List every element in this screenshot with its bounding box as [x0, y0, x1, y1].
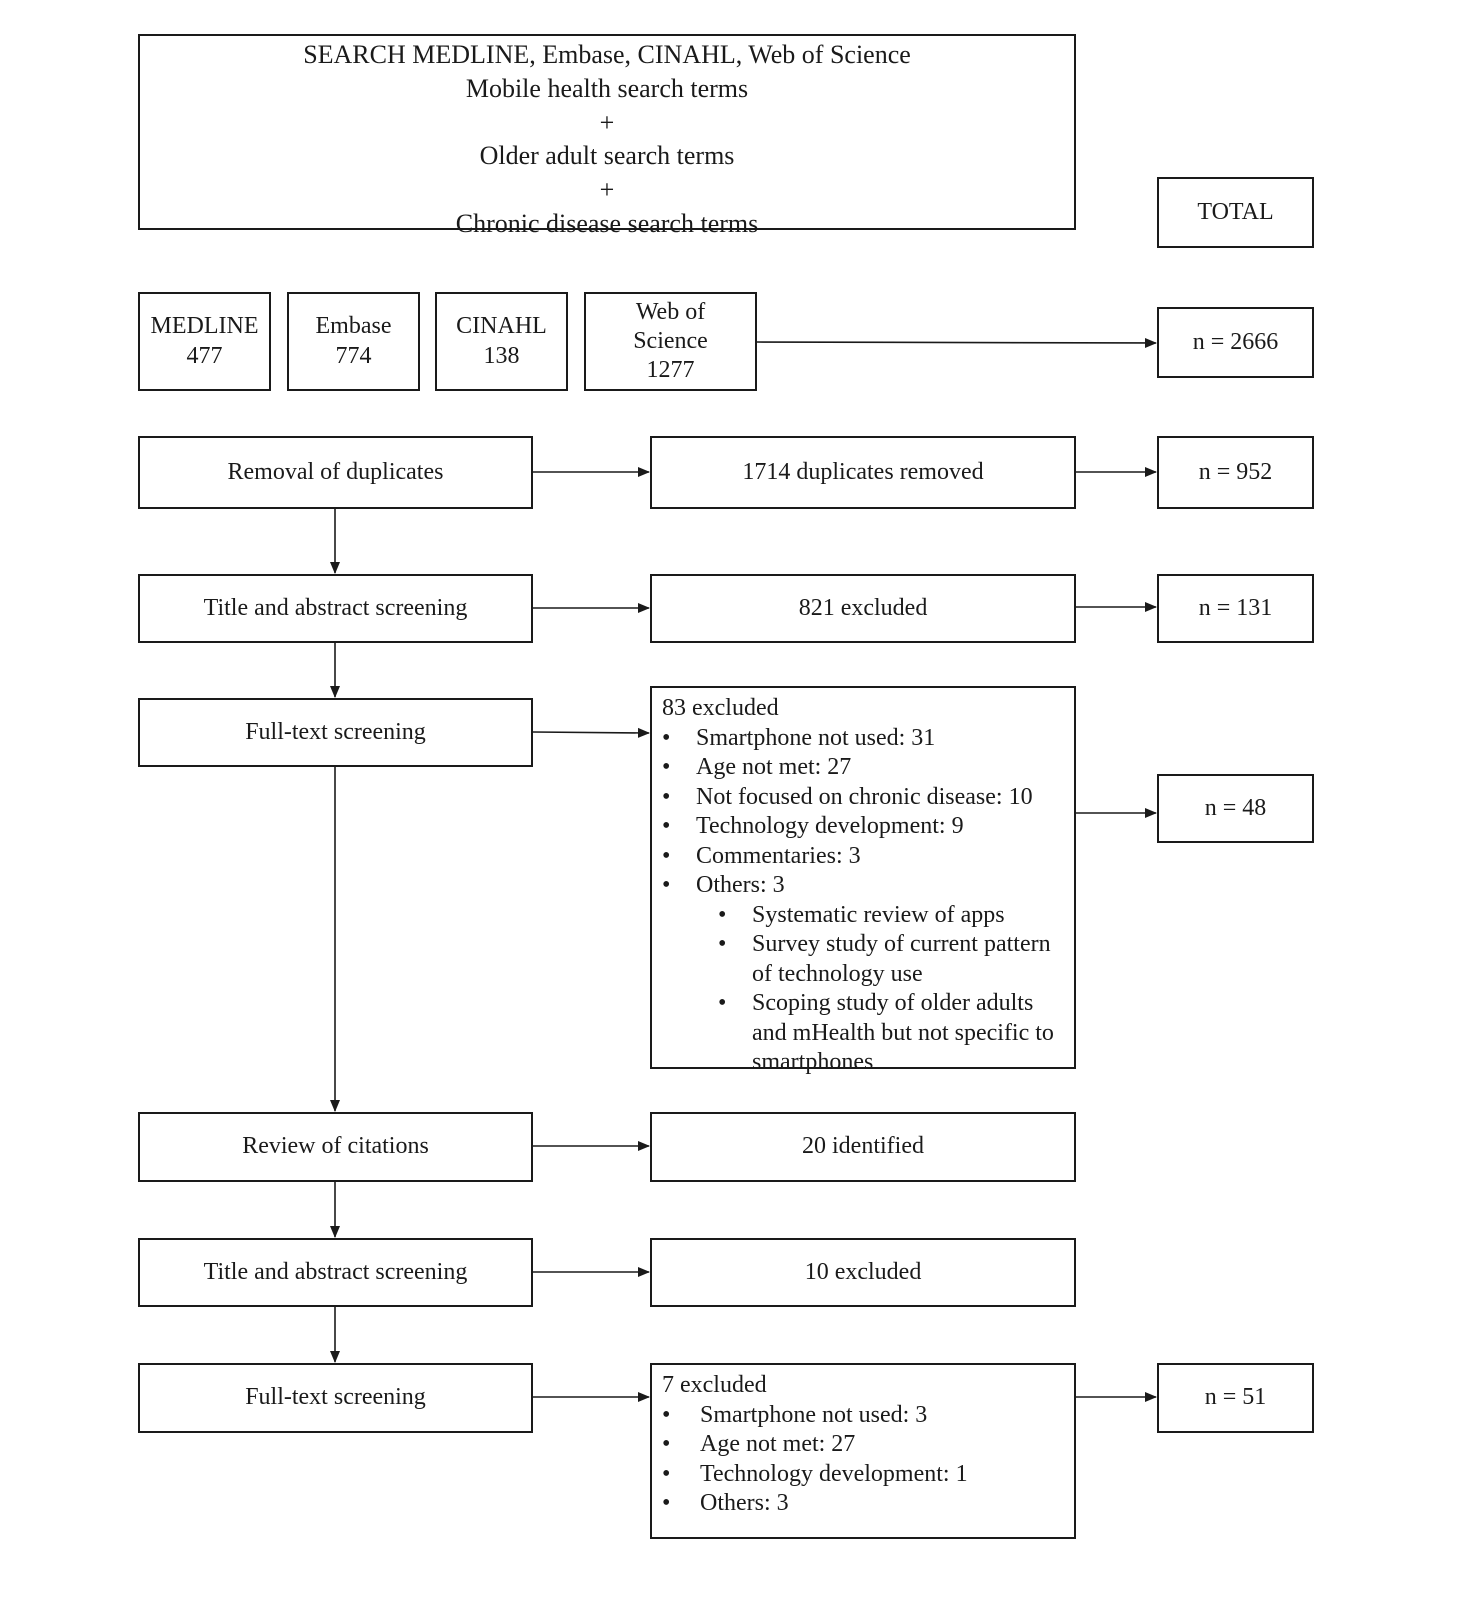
total-value: n = 952 — [1198, 458, 1273, 485]
fulltext-exclusion-box: 7 excluded Smartphone not used: 3 Age no… — [650, 1363, 1076, 1539]
exclusion-sub-list: Systematic review of apps Survey study o… — [718, 901, 1064, 1078]
step-review-of-citations: Review of citations — [138, 1112, 533, 1182]
database-count: 1277 — [646, 357, 695, 384]
step-title-abstract-screening: Title and abstract screening — [138, 1238, 533, 1307]
step-title-abstract-screening: Title and abstract screening — [138, 574, 533, 643]
search-line: + — [599, 107, 615, 137]
database-count: 477 — [186, 342, 223, 369]
total-value: n = 51 — [1204, 1384, 1267, 1411]
exclusion-item: Technology development: 9 — [662, 812, 1064, 842]
exclusion-item: Age not met: 27 — [662, 1430, 1064, 1460]
fulltext-exclusion-box: 83 excluded Smartphone not used: 31 Age … — [650, 686, 1076, 1075]
search-line: Mobile health search terms — [465, 73, 749, 103]
database-web-of-science: Web of Science 1277 — [584, 292, 757, 391]
exclusion-item: Age not met: 27 — [662, 753, 1064, 783]
outcome-excluded: 821 excluded — [650, 574, 1076, 643]
total-box: n = 131 — [1157, 574, 1314, 643]
search-line: Older adult search terms — [479, 141, 735, 171]
outcome-identified: 20 identified — [650, 1112, 1076, 1182]
database-name: Science — [633, 327, 708, 354]
total-box: n = 48 — [1157, 774, 1314, 843]
database-medline: MEDLINE 477 — [138, 292, 271, 391]
database-cinahl: CINAHL 138 — [435, 292, 568, 391]
exclusion-list: Smartphone not used: 31 Age not met: 27 … — [662, 724, 1064, 1078]
step-full-text-screening: Full-text screening — [138, 698, 533, 767]
database-count: 138 — [483, 342, 520, 369]
exclusion-sub-item: Survey study of current pattern of techn… — [718, 930, 1064, 989]
database-name: CINAHL — [456, 313, 547, 340]
total-label: TOTAL — [1197, 198, 1274, 225]
total-value: n = 2666 — [1192, 328, 1279, 355]
exclusion-item: Others: 3 — [662, 1489, 1064, 1519]
exclusion-sub-item: Scoping study of older adults and mHealt… — [718, 989, 1064, 1078]
exclusion-item-label: Others: 3 — [696, 872, 785, 898]
exclusion-item: Commentaries: 3 — [662, 842, 1064, 872]
search-line: Chronic disease search terms — [455, 208, 759, 238]
total-value: n = 48 — [1204, 794, 1267, 821]
search-strategy-box: SEARCH MEDLINE, Embase, CINAHL, Web of S… — [138, 34, 1076, 238]
step-full-text-screening: Full-text screening — [138, 1363, 533, 1433]
step-label: Title and abstract screening — [203, 594, 468, 621]
database-count: 774 — [335, 342, 372, 369]
search-line: SEARCH MEDLINE, Embase, CINAHL, Web of S… — [303, 40, 911, 69]
exclusion-item: Not focused on chronic disease: 10 — [662, 783, 1064, 813]
database-name: MEDLINE — [150, 313, 259, 340]
total-box: n = 952 — [1157, 436, 1314, 509]
total-box: n = 51 — [1157, 1363, 1314, 1433]
exclusion-item: Smartphone not used: 3 — [662, 1401, 1064, 1431]
step-label: Removal of duplicates — [227, 458, 444, 485]
step-label: Full-text screening — [245, 718, 426, 745]
step-label: Full-text screening — [245, 1384, 426, 1411]
exclusion-item: Technology development: 1 — [662, 1460, 1064, 1490]
arrow-databases-to-total — [756, 337, 1157, 348]
exclusion-sub-item: Systematic review of apps — [718, 901, 1064, 931]
exclusion-list: Smartphone not used: 3 Age not met: 27 T… — [662, 1401, 1064, 1519]
step-label: Title and abstract screening — [203, 1258, 468, 1285]
total-header: TOTAL — [1157, 177, 1314, 248]
exclusion-heading: 7 excluded — [662, 1372, 767, 1398]
total-box: n = 2666 — [1157, 307, 1314, 378]
step-removal-of-duplicates: Removal of duplicates — [138, 436, 533, 509]
outcome-label: 20 identified — [802, 1133, 924, 1160]
exclusion-item: Smartphone not used: 31 — [662, 724, 1064, 754]
outcome-label: 10 excluded — [804, 1258, 922, 1285]
outcome-label: 1714 duplicates removed — [742, 458, 984, 485]
step-label: Review of citations — [242, 1133, 429, 1160]
database-embase: Embase 774 — [287, 292, 420, 391]
total-value: n = 131 — [1198, 594, 1273, 621]
outcome-label: 821 excluded — [798, 594, 928, 621]
database-name: Web of — [635, 298, 706, 325]
database-name: Embase — [315, 313, 392, 340]
outcome-duplicates-removed: 1714 duplicates removed — [650, 436, 1076, 509]
exclusion-item: Others: 3 Systematic review of apps Surv… — [662, 871, 1064, 1078]
outcome-excluded: 10 excluded — [650, 1238, 1076, 1307]
exclusion-heading: 83 excluded — [662, 695, 779, 721]
search-line: + — [599, 175, 615, 205]
arrow-fulltext-to-exclusions — [532, 727, 650, 738]
